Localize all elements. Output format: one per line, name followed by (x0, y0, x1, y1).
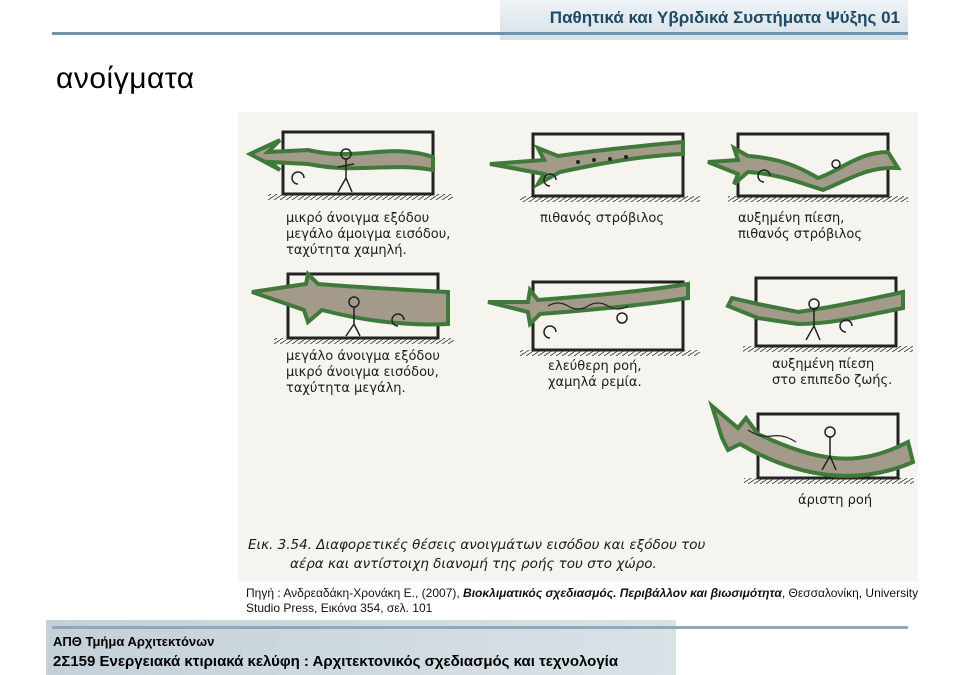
panel-3-diagram (708, 134, 908, 202)
footer-department: ΑΠΘ Τμήμα Αρχιτεκτόνων (53, 634, 214, 649)
panel-3-label-1: αυξημένη πίεση, (738, 211, 844, 226)
panel-7-diagram (712, 406, 914, 484)
source-citation: Πηγή : Ανδρεαδάκη-Χρονάκη Ε., (2007), Βι… (246, 586, 936, 616)
panel-6-label-2: στο επιπεδο ζωής. (772, 373, 892, 388)
footer-divider (52, 626, 908, 629)
source-prefix: Πηγή : Ανδρεαδάκη-Χρονάκη Ε., (2007), (246, 586, 463, 600)
panel-2-diagram (490, 134, 700, 202)
panel-5-label-2: χαμηλά ρεμία. (548, 375, 642, 390)
panel-3-label-2: πιθανός στρόβιλος (738, 227, 862, 242)
slide-title: ανοίγματα (56, 62, 195, 96)
panel-4-label-3: ταχύτητα μεγάλη. (286, 381, 406, 396)
panel-7-label-1: άριστη ροή (798, 493, 872, 508)
panel-4-diagram (252, 274, 454, 344)
panel-4-label-2: μικρό άνοιγμα εισόδου, (286, 365, 439, 380)
panel-1-label-3: ταχύτητα χαμηλή. (286, 243, 407, 258)
footer-course-title: 2Σ159 Ενεργειακά κτιριακά κελύφη : Αρχιτ… (53, 653, 618, 670)
panel-1-label-1: μικρό άνοιγμα εξόδου (286, 211, 429, 226)
panel-5-label-1: ελεύθερη ροή, (548, 359, 641, 374)
panel-1-label-2: μεγάλο άμοιγμα εισόδου, (286, 227, 450, 242)
panel-2-label-1: πιθανός στρόβιλος (540, 211, 664, 226)
panel-1-diagram (250, 132, 453, 200)
figure-drawings: μικρό άνοιγμα εξόδου μεγάλο άμοιγμα εισό… (238, 112, 918, 582)
panel-6-label-1: αυξημένη πίεση (772, 357, 874, 372)
airflow-figure: μικρό άνοιγμα εξόδου μεγάλο άμοιγμα εισό… (238, 112, 918, 582)
source-book-title: Βιοκλιματικός σχεδιασμός. Περιβάλλον και… (463, 586, 782, 600)
panel-4-label-1: μεγάλο άνοιγμα εξόδου (286, 349, 440, 364)
panel-5-diagram (488, 282, 700, 356)
figure-caption-line-1: Εικ. 3.54. Διαφορετικές θέσεις ανοιγμάτω… (248, 537, 705, 553)
figure-caption-line-2: αέρα και αντίστοιχη διανομή της ροής του… (290, 556, 657, 572)
header-title: Παθητικά και Υβριδικά Συστήματα Ψύξης 01 (550, 8, 900, 28)
header-divider (52, 32, 908, 35)
panel-6-diagram (728, 278, 913, 352)
